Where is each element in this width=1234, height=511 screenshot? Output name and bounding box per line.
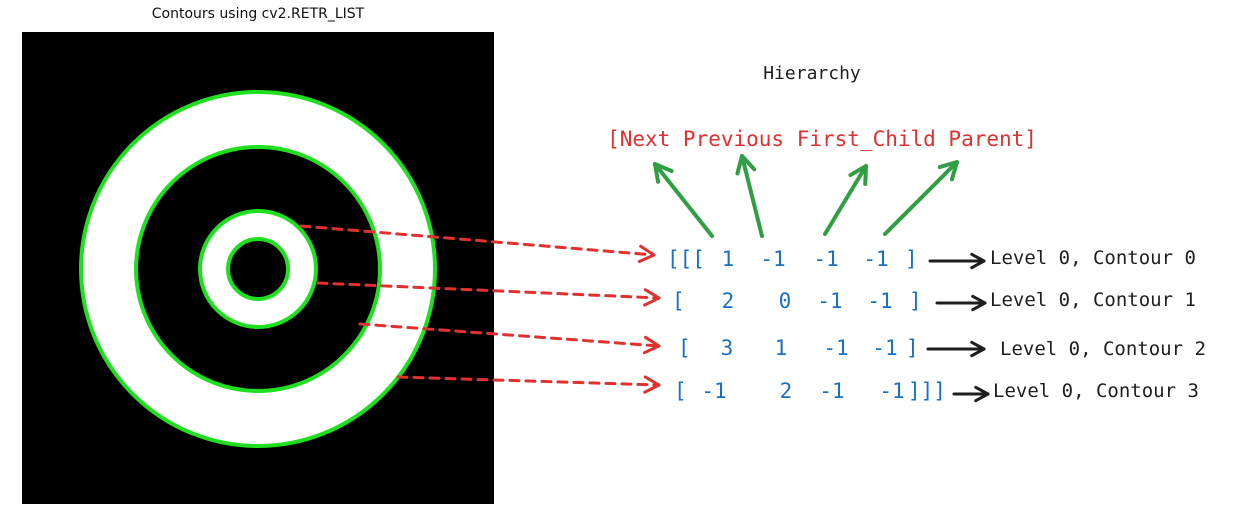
row-3-parent: -1	[879, 379, 904, 403]
row-1-close-bracket: ]	[909, 289, 922, 313]
hierarchy-row: [[[ 1 -1 -1 -1 ] Level 0, Contour 0	[667, 247, 1196, 271]
black-arrow-3	[952, 385, 990, 403]
row-2-first-child: -1	[823, 336, 848, 360]
inner-ring-hole	[228, 239, 288, 299]
contour-outer	[79, 90, 437, 448]
row-2-close-bracket: ]	[906, 336, 919, 360]
hierarchy-row: [ 3 1 -1 -1 ] Level 0, Contour 2	[678, 336, 1206, 360]
black-arrow-2	[926, 340, 986, 358]
row-3-first-child: -1	[819, 379, 844, 403]
hierarchy-format: [Next Previous First_Child Parent]	[607, 127, 1037, 151]
row-3-next: -1	[701, 379, 726, 403]
hierarchy-heading: Hierarchy	[763, 63, 861, 84]
row-3-open-bracket: [	[674, 379, 687, 403]
green-arrow-2	[823, 164, 868, 236]
hierarchy-row: [ -1 2 -1 -1 ]]] Level 0, Contour 3	[674, 379, 1199, 403]
dashed-arrows	[299, 224, 661, 394]
row-1-first-child: -1	[817, 289, 842, 313]
image-title: Contours using cv2.RETR_LIST	[151, 6, 365, 22]
row-3-label: Level 0, Contour 3	[993, 380, 1199, 402]
row-0-label: Level 0, Contour 0	[990, 247, 1196, 269]
row-2-open-bracket: [	[678, 336, 691, 360]
row-1-label: Level 0, Contour 1	[990, 289, 1196, 311]
black-arrows	[926, 252, 990, 403]
contour-inner-ring	[198, 209, 318, 329]
contour-outer-inner-edge	[134, 145, 382, 393]
row-1-next: 2	[722, 289, 735, 313]
row-0-parent: -1	[863, 247, 888, 271]
dashed-arrow-0	[299, 224, 656, 263]
contour-innermost	[226, 237, 290, 301]
row-2-parent: -1	[872, 336, 897, 360]
row-3-close-bracket: ]]]	[908, 379, 946, 403]
row-1-open-bracket: [	[672, 289, 685, 313]
contour-image	[22, 32, 494, 504]
row-0-previous: -1	[760, 247, 785, 271]
black-arrow-0	[928, 252, 986, 270]
row-1-previous: 0	[779, 289, 792, 313]
row-0-first-child: -1	[813, 247, 838, 271]
row-1-parent: -1	[867, 289, 892, 313]
row-2-next: 3	[721, 336, 734, 360]
row-2-previous: 1	[775, 336, 788, 360]
dashed-arrow-3	[396, 375, 661, 394]
row-2-label: Level 0, Contour 2	[1000, 338, 1206, 360]
black-arrow-1	[935, 294, 987, 312]
dashed-arrow-1	[316, 281, 661, 307]
green-arrow-0	[653, 162, 714, 238]
row-0-open-bracket: [[[	[667, 247, 705, 271]
dashed-arrow-2	[358, 322, 661, 355]
green-arrow-1	[735, 154, 764, 238]
hierarchy-row: [ 2 0 -1 -1 ] Level 0, Contour 1	[672, 289, 1196, 313]
green-arrow-3	[883, 160, 959, 236]
row-0-next: 1	[722, 247, 735, 271]
row-0-close-bracket: ]	[905, 247, 918, 271]
green-arrows	[653, 154, 959, 238]
row-3-previous: 2	[780, 379, 793, 403]
